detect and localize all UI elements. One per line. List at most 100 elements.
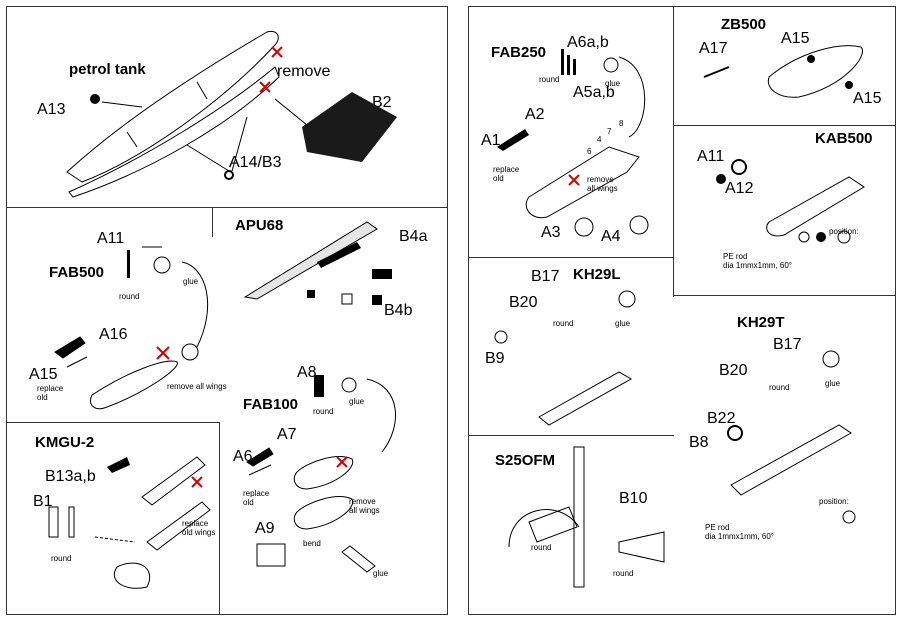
arrow-b2 [274, 98, 308, 126]
position-indicator [842, 510, 856, 524]
note-remove-all-wings: remove all wings [349, 497, 380, 516]
arrow-glue [181, 261, 209, 348]
note-glue: glue [605, 79, 621, 88]
divider-fab250-bottom [469, 257, 674, 258]
part-a6-a7-fins [246, 447, 274, 476]
part-b13-wings [107, 457, 130, 487]
note-pe-rod: PE rod dia 1mmx1mm, 60° [705, 523, 774, 542]
part-label-b1: B1 [33, 493, 53, 510]
part-label-a2: A2 [525, 106, 545, 123]
panel-title-fab100: FAB100 [243, 396, 299, 413]
panel-title-kmgu2: KMGU-2 [35, 434, 95, 451]
arrow-a13 [101, 101, 143, 108]
part-label-b20: B20 [509, 294, 538, 311]
part-a11-rod [127, 250, 130, 278]
part-label-b17: B17 [773, 336, 802, 353]
part-label-a13: A13 [37, 101, 66, 118]
part-label-b22: B22 [707, 410, 736, 427]
kmgu2-pod-lower [146, 501, 211, 551]
right-sheet: FAB250 A6a,b A5a,b round glue A2 A1 repl… [468, 6, 896, 615]
part-label-a4: A4 [601, 228, 621, 245]
kmgu2-pod-upper [141, 456, 206, 506]
panel-title-fab250: FAB250 [491, 44, 547, 61]
fab100-bomb-upper [293, 456, 354, 490]
part-b10-ladder [573, 446, 585, 588]
divider-kh29l-right [673, 257, 674, 297]
note-glue-2: glue [373, 569, 389, 578]
divider-fab250-right [673, 7, 674, 257]
part-label-a3: A3 [541, 224, 561, 241]
petrol-tank-body [66, 30, 279, 183]
note-round: round [51, 554, 72, 563]
left-sheet: petrol tank A13 remove B2 A14/B3 FAB500 … [6, 6, 448, 615]
part-label-b4b: B4b [384, 302, 413, 319]
note-glue: glue [183, 277, 199, 286]
note-round: round [539, 75, 560, 84]
panel-title-kh29t: KH29T [737, 314, 785, 331]
kh29t-missile-body [730, 424, 852, 496]
part-label-a16: A16 [99, 326, 128, 343]
part-a1-a2-fins [497, 129, 529, 151]
divider-zb500-bottom [673, 125, 895, 126]
part-label-b8: B8 [689, 434, 709, 451]
note-round: round [313, 407, 334, 416]
divider-kh29l-bottom [469, 435, 674, 436]
panel-title-kh29l: KH29L [573, 266, 621, 283]
part-a8 [314, 375, 324, 397]
part-label-a11: A11 [97, 230, 125, 247]
panel-title-zb500: ZB500 [721, 16, 767, 33]
divider-apu68-left [212, 207, 213, 237]
part-a6-a5-rods [561, 49, 576, 75]
part-label-b17: B17 [531, 268, 560, 285]
note-replace-old: replace old [493, 165, 520, 184]
kmgu2-drawing [48, 456, 211, 589]
apu68-drawing [243, 221, 392, 305]
callout-7: 7 [607, 127, 612, 136]
part-label-b13ab: B13a,b [45, 468, 96, 485]
kab500-bomb-body [766, 176, 865, 237]
part-label-a12: A12 [725, 180, 754, 197]
zb500-tank-body [767, 45, 863, 98]
fab500-bomb-body [90, 360, 178, 410]
note-round: round [553, 319, 574, 328]
part-b4a [372, 269, 392, 279]
petrol-tank-drawing [66, 30, 397, 198]
part-b1-fret [48, 506, 59, 538]
s25ofm-cone [618, 531, 665, 563]
part-label-a6ab: A6a,b [567, 34, 609, 51]
part-label-a14-b3: A14/B3 [229, 154, 282, 171]
note-round: round [531, 543, 552, 552]
fab100-bomb-lower [293, 496, 354, 530]
note-replace-old: replace old [37, 384, 64, 403]
part-b2-plate [302, 92, 397, 162]
note-glue: glue [825, 379, 841, 388]
fab100-drawing [246, 375, 396, 573]
divider-kmgu2-right [219, 422, 220, 614]
fab500-drawing [54, 246, 209, 410]
kh29t-drawing [727, 350, 856, 524]
note-pe-rod: PE rod dia 1mmx1mm, 60° [723, 252, 792, 271]
panel-title-s25ofm: S25OFM [495, 452, 556, 469]
kab500-drawing [716, 159, 865, 244]
note-remove-all-wings: remove all wings [587, 175, 618, 194]
note-glue: glue [349, 397, 365, 406]
callout-6: 6 [587, 147, 592, 156]
part-label-a11: A11 [697, 148, 725, 165]
fab250-drawing [497, 49, 649, 237]
divider-petrol-tank-bottom [7, 207, 447, 208]
part-label-a17: A17 [699, 40, 728, 57]
panel-title-apu68: APU68 [235, 217, 284, 234]
part-a9-fret [256, 543, 286, 567]
part-label-a8: A8 [297, 364, 317, 381]
note-position: position: [819, 497, 849, 506]
s25ofm-rotation-arrow [508, 509, 580, 548]
note-round: round [769, 383, 790, 392]
divider-fab500-bottom [7, 422, 219, 423]
part-a15-fins [54, 336, 88, 368]
part-label-a9: A9 [255, 520, 275, 537]
panel-title-petrol-tank: petrol tank [69, 61, 146, 78]
part-label-a1: A1 [481, 132, 501, 149]
part-label-a7: A7 [277, 426, 297, 443]
s25ofm-drawing [508, 446, 665, 588]
note-round-2: round [613, 569, 634, 578]
